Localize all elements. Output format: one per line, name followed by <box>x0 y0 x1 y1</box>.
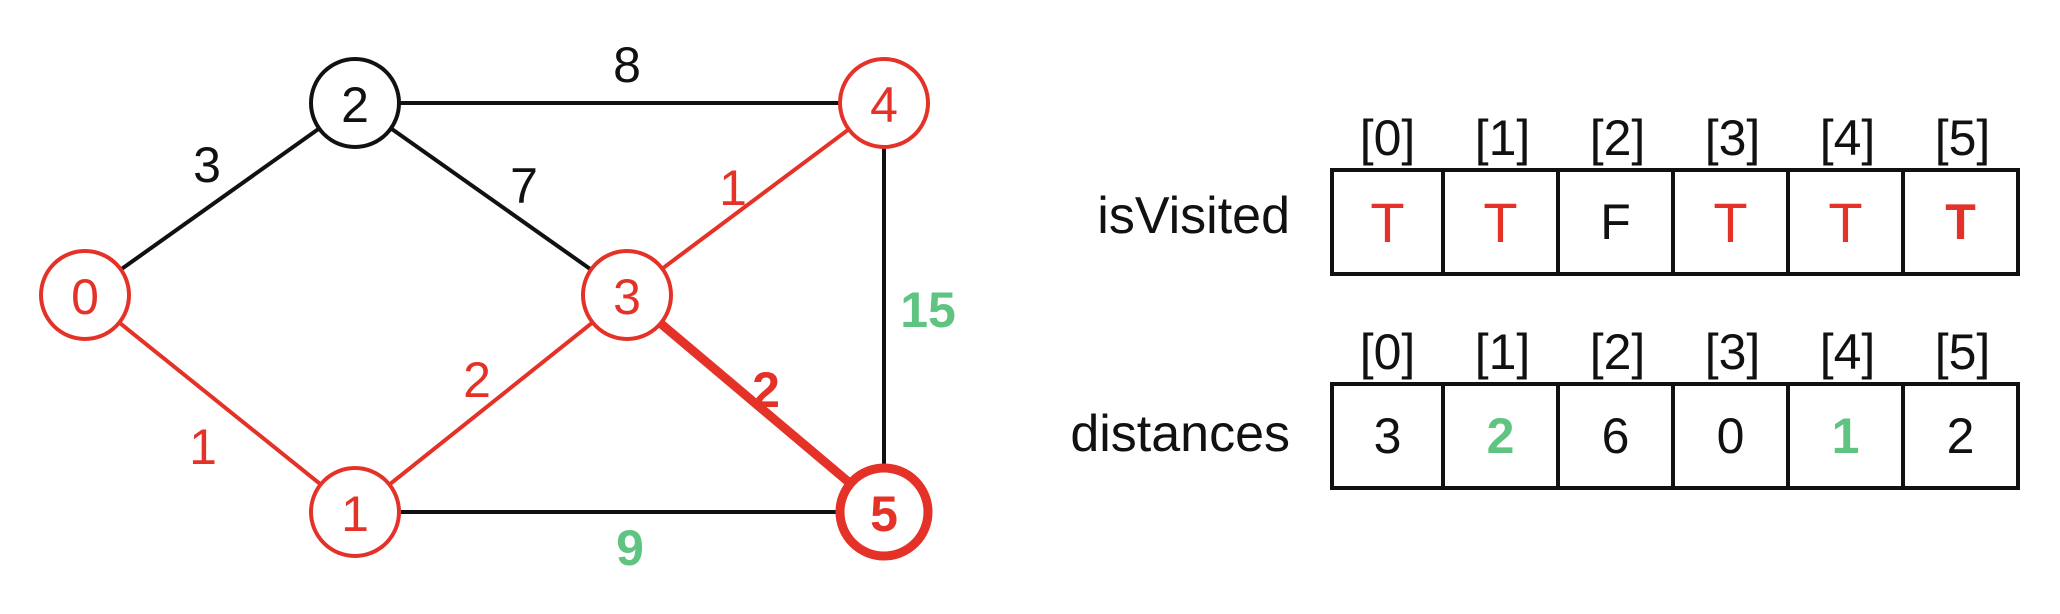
distances-cell: 2 <box>1441 382 1560 490</box>
isvisited-cell: T <box>1671 168 1790 276</box>
node-3 <box>581 249 673 341</box>
isvisited-label: isVisited <box>1097 187 1290 245</box>
node-label: 2 <box>341 77 369 133</box>
isvisited-cell: F <box>1556 168 1675 276</box>
node-0 <box>39 249 131 341</box>
node-4 <box>838 57 930 149</box>
isvisited-cell: T <box>1786 168 1905 276</box>
node-5 <box>835 463 933 561</box>
isvisited-header: [3] <box>1704 110 1761 166</box>
isvisited-cell: T <box>1330 168 1445 276</box>
node-1 <box>309 466 401 558</box>
node-label: 3 <box>613 269 641 325</box>
edge-1-3 <box>388 320 594 487</box>
node-2 <box>309 57 401 149</box>
isvisited-cell: T <box>1901 168 2020 276</box>
edge-weight-label: 7 <box>510 158 538 214</box>
distances-cell: 1 <box>1786 382 1905 490</box>
distances-header: [3] <box>1704 324 1761 380</box>
distances-table: [0] [1] [2] [3] [4] [5] 3 2 6 0 1 2 <box>1330 322 2020 490</box>
isvisited-header: [2] <box>1589 110 1646 166</box>
edge-weight-label: 1 <box>719 160 747 216</box>
isvisited-header: [0] <box>1359 110 1416 166</box>
distances-header: [0] <box>1359 324 1416 380</box>
distances-cell: 2 <box>1901 382 2020 490</box>
edge-2-3 <box>389 126 593 272</box>
distances-cell: 3 <box>1330 382 1445 490</box>
node-label: 1 <box>341 486 369 542</box>
isvisited-cell: T <box>1441 168 1560 276</box>
distances-header: [5] <box>1934 324 1991 380</box>
node-label: 5 <box>870 486 898 542</box>
isvisited-header: [4] <box>1819 110 1876 166</box>
edge-3-5 <box>657 319 854 488</box>
isvisited-header: [5] <box>1934 110 1991 166</box>
distances-header: [4] <box>1819 324 1876 380</box>
edge-weight-label: 2 <box>752 362 780 418</box>
node-label: 4 <box>870 77 898 133</box>
distances-header: [2] <box>1589 324 1646 380</box>
distances-label: distances <box>1070 405 1290 463</box>
edge-0-1 <box>118 321 322 486</box>
edge-weight-label: 1 <box>189 419 217 475</box>
distances-header: [1] <box>1474 324 1531 380</box>
edge-weight-label: 3 <box>193 137 221 193</box>
edge-weight-label: 15 <box>900 282 956 338</box>
edge-0-2 <box>119 126 321 272</box>
distances-cell: 0 <box>1671 382 1790 490</box>
edge-weight-label: 8 <box>613 37 641 93</box>
edge-weight-label: 2 <box>463 352 491 408</box>
isvisited-header: [1] <box>1474 110 1531 166</box>
distances-cell: 6 <box>1556 382 1675 490</box>
node-label: 0 <box>71 269 99 325</box>
isvisited-table: [0] [1] [2] [3] [4] [5] T T F T T T <box>1330 108 2020 276</box>
edge-weight-label: 9 <box>616 520 644 576</box>
edge-3-4 <box>661 127 850 271</box>
